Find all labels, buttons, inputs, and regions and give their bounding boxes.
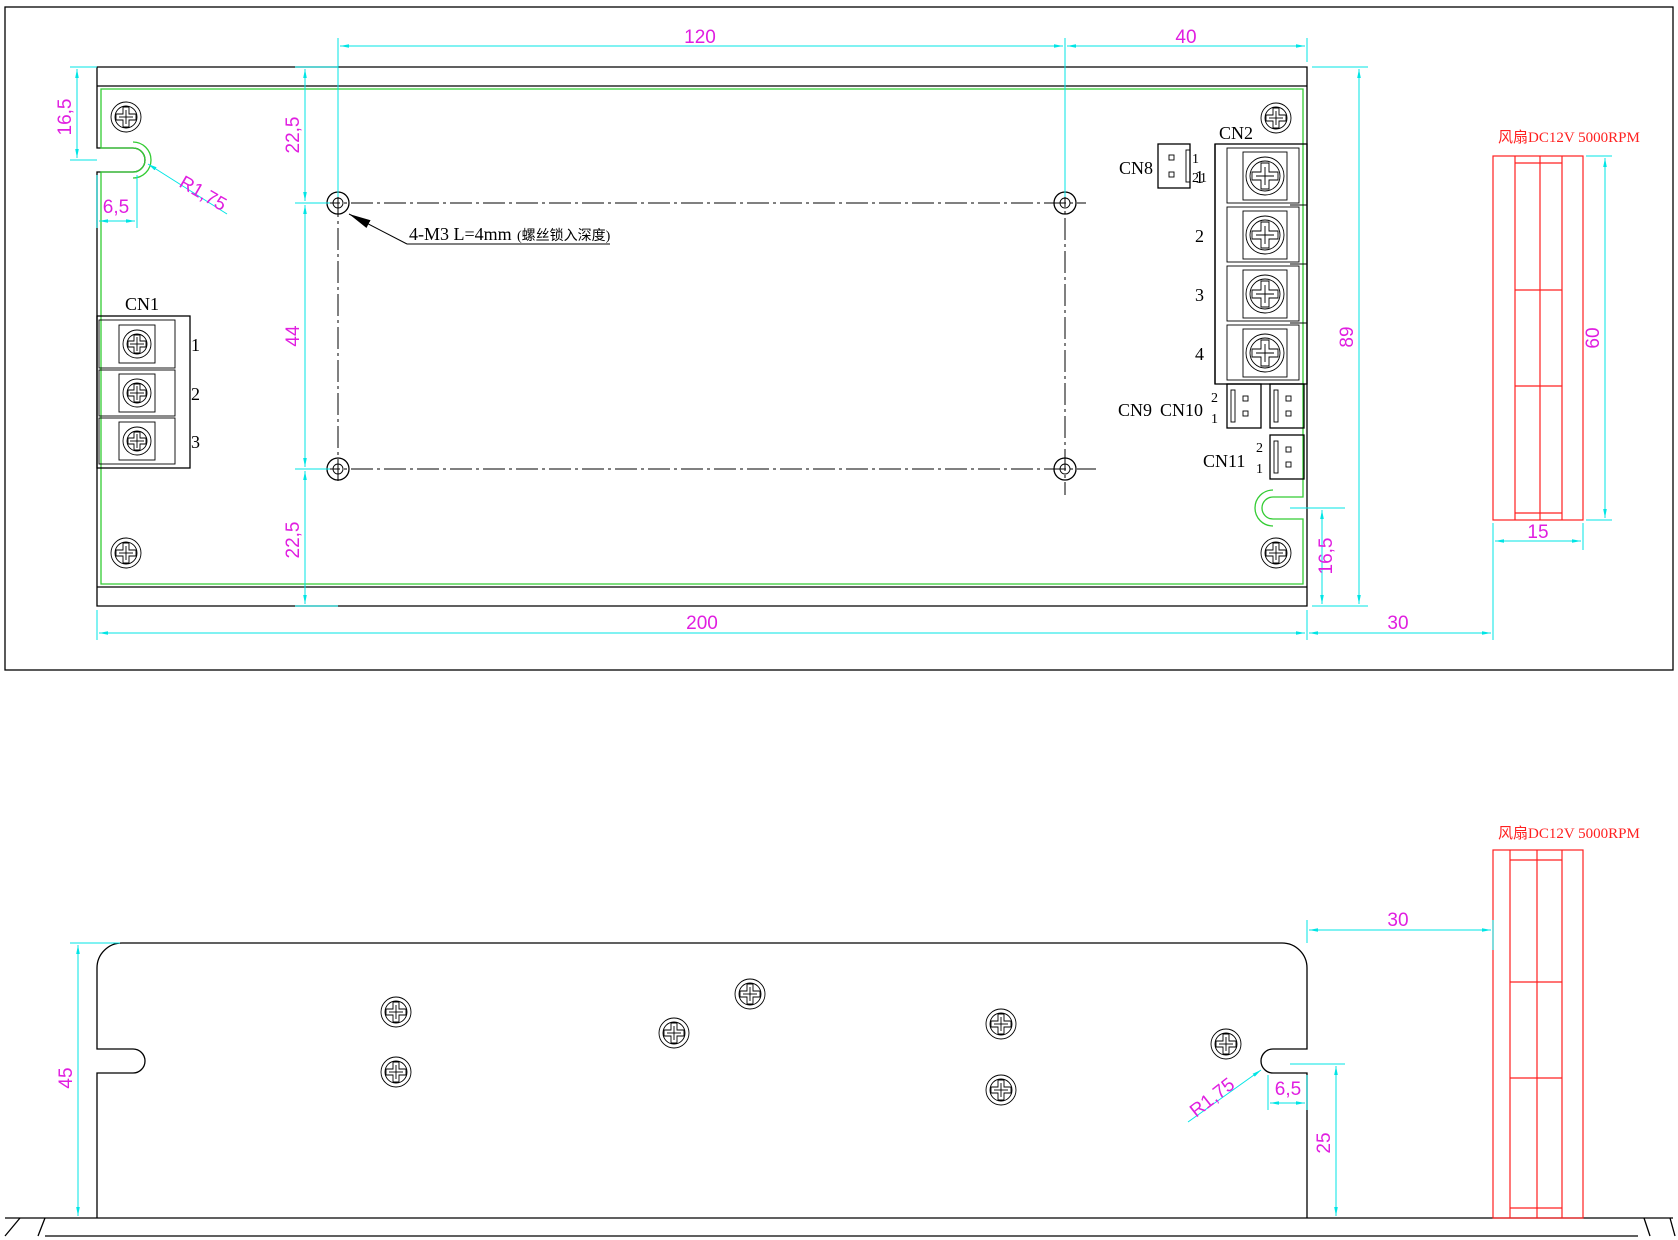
dim-40: 40 (1175, 27, 1196, 48)
screw-icon (985, 1074, 1017, 1106)
terminal-block-icon (118, 373, 156, 413)
terminal-block-icon (1242, 210, 1288, 260)
dim-200: 200 (686, 613, 718, 634)
dim-r1-75: R1,75 (176, 172, 230, 216)
dim-16-5-right: 16,5 (1316, 538, 1337, 575)
side-dimensions: 45 30 R1,75 6,5 25 (56, 910, 1494, 1216)
chassis-outline (96, 66, 1308, 607)
mounting-pattern (318, 185, 1096, 495)
fan-side-label: 风扇DC12V 5000RPM (1498, 825, 1640, 842)
dim-30-top: 30 (1387, 613, 1408, 634)
cn8-pin-label: 1 (1200, 171, 1207, 186)
cn8-connector: CN8 1 2 1 (1119, 143, 1207, 189)
screw-icon (110, 537, 142, 569)
screw-icon (380, 1056, 412, 1088)
dim-15: 15 (1527, 522, 1548, 543)
cn8-pin-label: 2 (1192, 171, 1199, 186)
fan-side-view: 风扇DC12V 5000RPM (1492, 825, 1640, 1219)
cn11-label: CN11 (1203, 451, 1245, 471)
screw-note-text: 4-M3 L=4mm (409, 224, 512, 244)
dim-89: 89 (1337, 326, 1358, 347)
cn11-pin-label: 1 (1256, 462, 1263, 477)
cn9-pin-label: 1 (1211, 412, 1218, 427)
top-view: 4-M3 L=4mm (螺丝锁入深度) CN1 1 2 3 CN8 1 2 (4, 6, 1674, 671)
terminal-block-icon (1242, 328, 1288, 378)
base-plate (4, 1217, 1676, 1237)
screw-icon (985, 1008, 1017, 1040)
dim-60: 60 (1583, 327, 1604, 348)
terminal-block-icon (1242, 269, 1288, 319)
dim-44: 44 (283, 325, 304, 347)
screw-icon (734, 978, 766, 1010)
screw-icon (658, 1017, 690, 1049)
fan-top-label: 风扇DC12V 5000RPM (1498, 129, 1640, 146)
pin-header-icon (1226, 383, 1262, 429)
dim-120: 120 (684, 27, 716, 48)
screw-icon (110, 101, 142, 133)
cn8-pin-label: 1 (1192, 152, 1199, 167)
terminal-block-icon (1242, 151, 1288, 201)
cn2-pin-label: 3 (1195, 285, 1204, 305)
cn1-pin-label: 2 (191, 384, 200, 404)
screw-note: 4-M3 L=4mm (螺丝锁入深度) (348, 213, 611, 245)
cn11-connector: CN11 2 1 (1203, 434, 1305, 480)
cn11-pin-label: 2 (1256, 441, 1263, 456)
pin-header-icon (1269, 434, 1305, 480)
cn1-label: CN1 (125, 294, 159, 314)
dim-25: 25 (1314, 1132, 1335, 1153)
top-view-frame (4, 6, 1674, 671)
fan-top-view: 风扇DC12V 5000RPM (1492, 129, 1640, 521)
pin-header-icon (1269, 383, 1305, 429)
screw-icon (380, 996, 412, 1028)
dim-30-side: 30 (1387, 910, 1408, 931)
cn1-pin-label: 3 (191, 432, 200, 452)
cn2-pin-label: 2 (1195, 226, 1204, 246)
cn1-terminal-block: CN1 1 2 3 (96, 294, 200, 469)
cn9-pin-label: 2 (1211, 391, 1218, 406)
cn2-pin-label: 1 (1195, 167, 1204, 187)
screw-icon (1260, 537, 1292, 569)
cn2-terminal-block: CN2 1 2 3 4 (1195, 123, 1308, 385)
dim-r1-75-side: R1,75 (1186, 1074, 1239, 1122)
screw-icon (1260, 102, 1292, 134)
screw-note-sub: (螺丝锁入深度) (517, 228, 611, 244)
dim-16-5: 16,5 (55, 99, 76, 136)
dim-6-5-side: 6,5 (1275, 1079, 1301, 1100)
side-view: 风扇DC12V 5000RPM 45 30 R1,75 (4, 825, 1676, 1237)
cn1-pin-label: 1 (191, 335, 200, 355)
dim-22-5-top: 22,5 (283, 117, 304, 154)
cn9-label: CN9 (1118, 400, 1152, 420)
dim-22-5-bottom: 22,5 (283, 522, 304, 559)
terminal-block-icon (118, 421, 156, 461)
side-housing (96, 942, 1308, 1218)
terminal-block-icon (118, 324, 156, 364)
pcb-outline (100, 88, 1304, 585)
dim-6-5: 6,5 (103, 197, 129, 218)
cn8-label: CN8 (1119, 158, 1153, 178)
dim-45: 45 (56, 1067, 77, 1088)
cn2-label: CN2 (1219, 123, 1253, 143)
cn10-label: CN10 (1160, 400, 1203, 420)
screw-icon (1210, 1028, 1242, 1060)
cn9-cn10-connectors: CN9 CN10 2 1 (1118, 383, 1305, 429)
top-dimensions: 120 40 22,5 44 22,5 16,5 6,5 (55, 27, 1612, 640)
cn2-pin-label: 4 (1195, 344, 1204, 364)
